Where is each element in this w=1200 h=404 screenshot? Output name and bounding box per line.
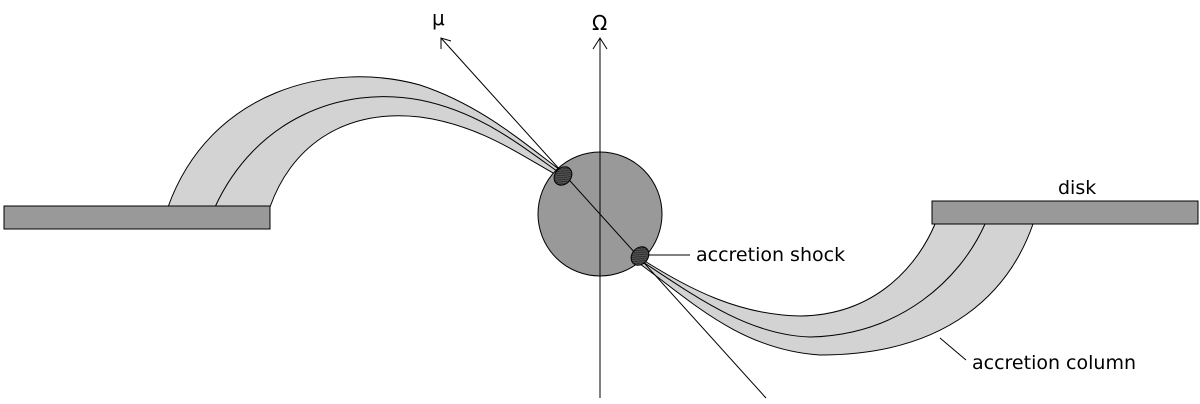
right-column-centerline xyxy=(639,223,986,338)
left-column-centerline xyxy=(214,96,562,208)
mu-axis xyxy=(440,37,767,399)
accretion-column-label: accretion column xyxy=(972,352,1136,374)
mu-label: μ xyxy=(432,6,445,30)
omega-label: Ω xyxy=(592,11,607,35)
lower-accretion-shock xyxy=(630,246,650,266)
right-accretion-column xyxy=(639,223,1034,356)
right-disk xyxy=(931,200,1199,225)
left-disk xyxy=(3,205,271,230)
omega-arrowhead xyxy=(592,37,608,50)
column-leader-line xyxy=(939,337,967,361)
mu-arrowhead xyxy=(440,37,452,49)
left-accretion-column xyxy=(167,76,563,208)
accretion-shock-label: accretion shock xyxy=(696,244,845,266)
disk-label: disk xyxy=(1058,177,1096,199)
upper-accretion-shock xyxy=(553,166,573,186)
